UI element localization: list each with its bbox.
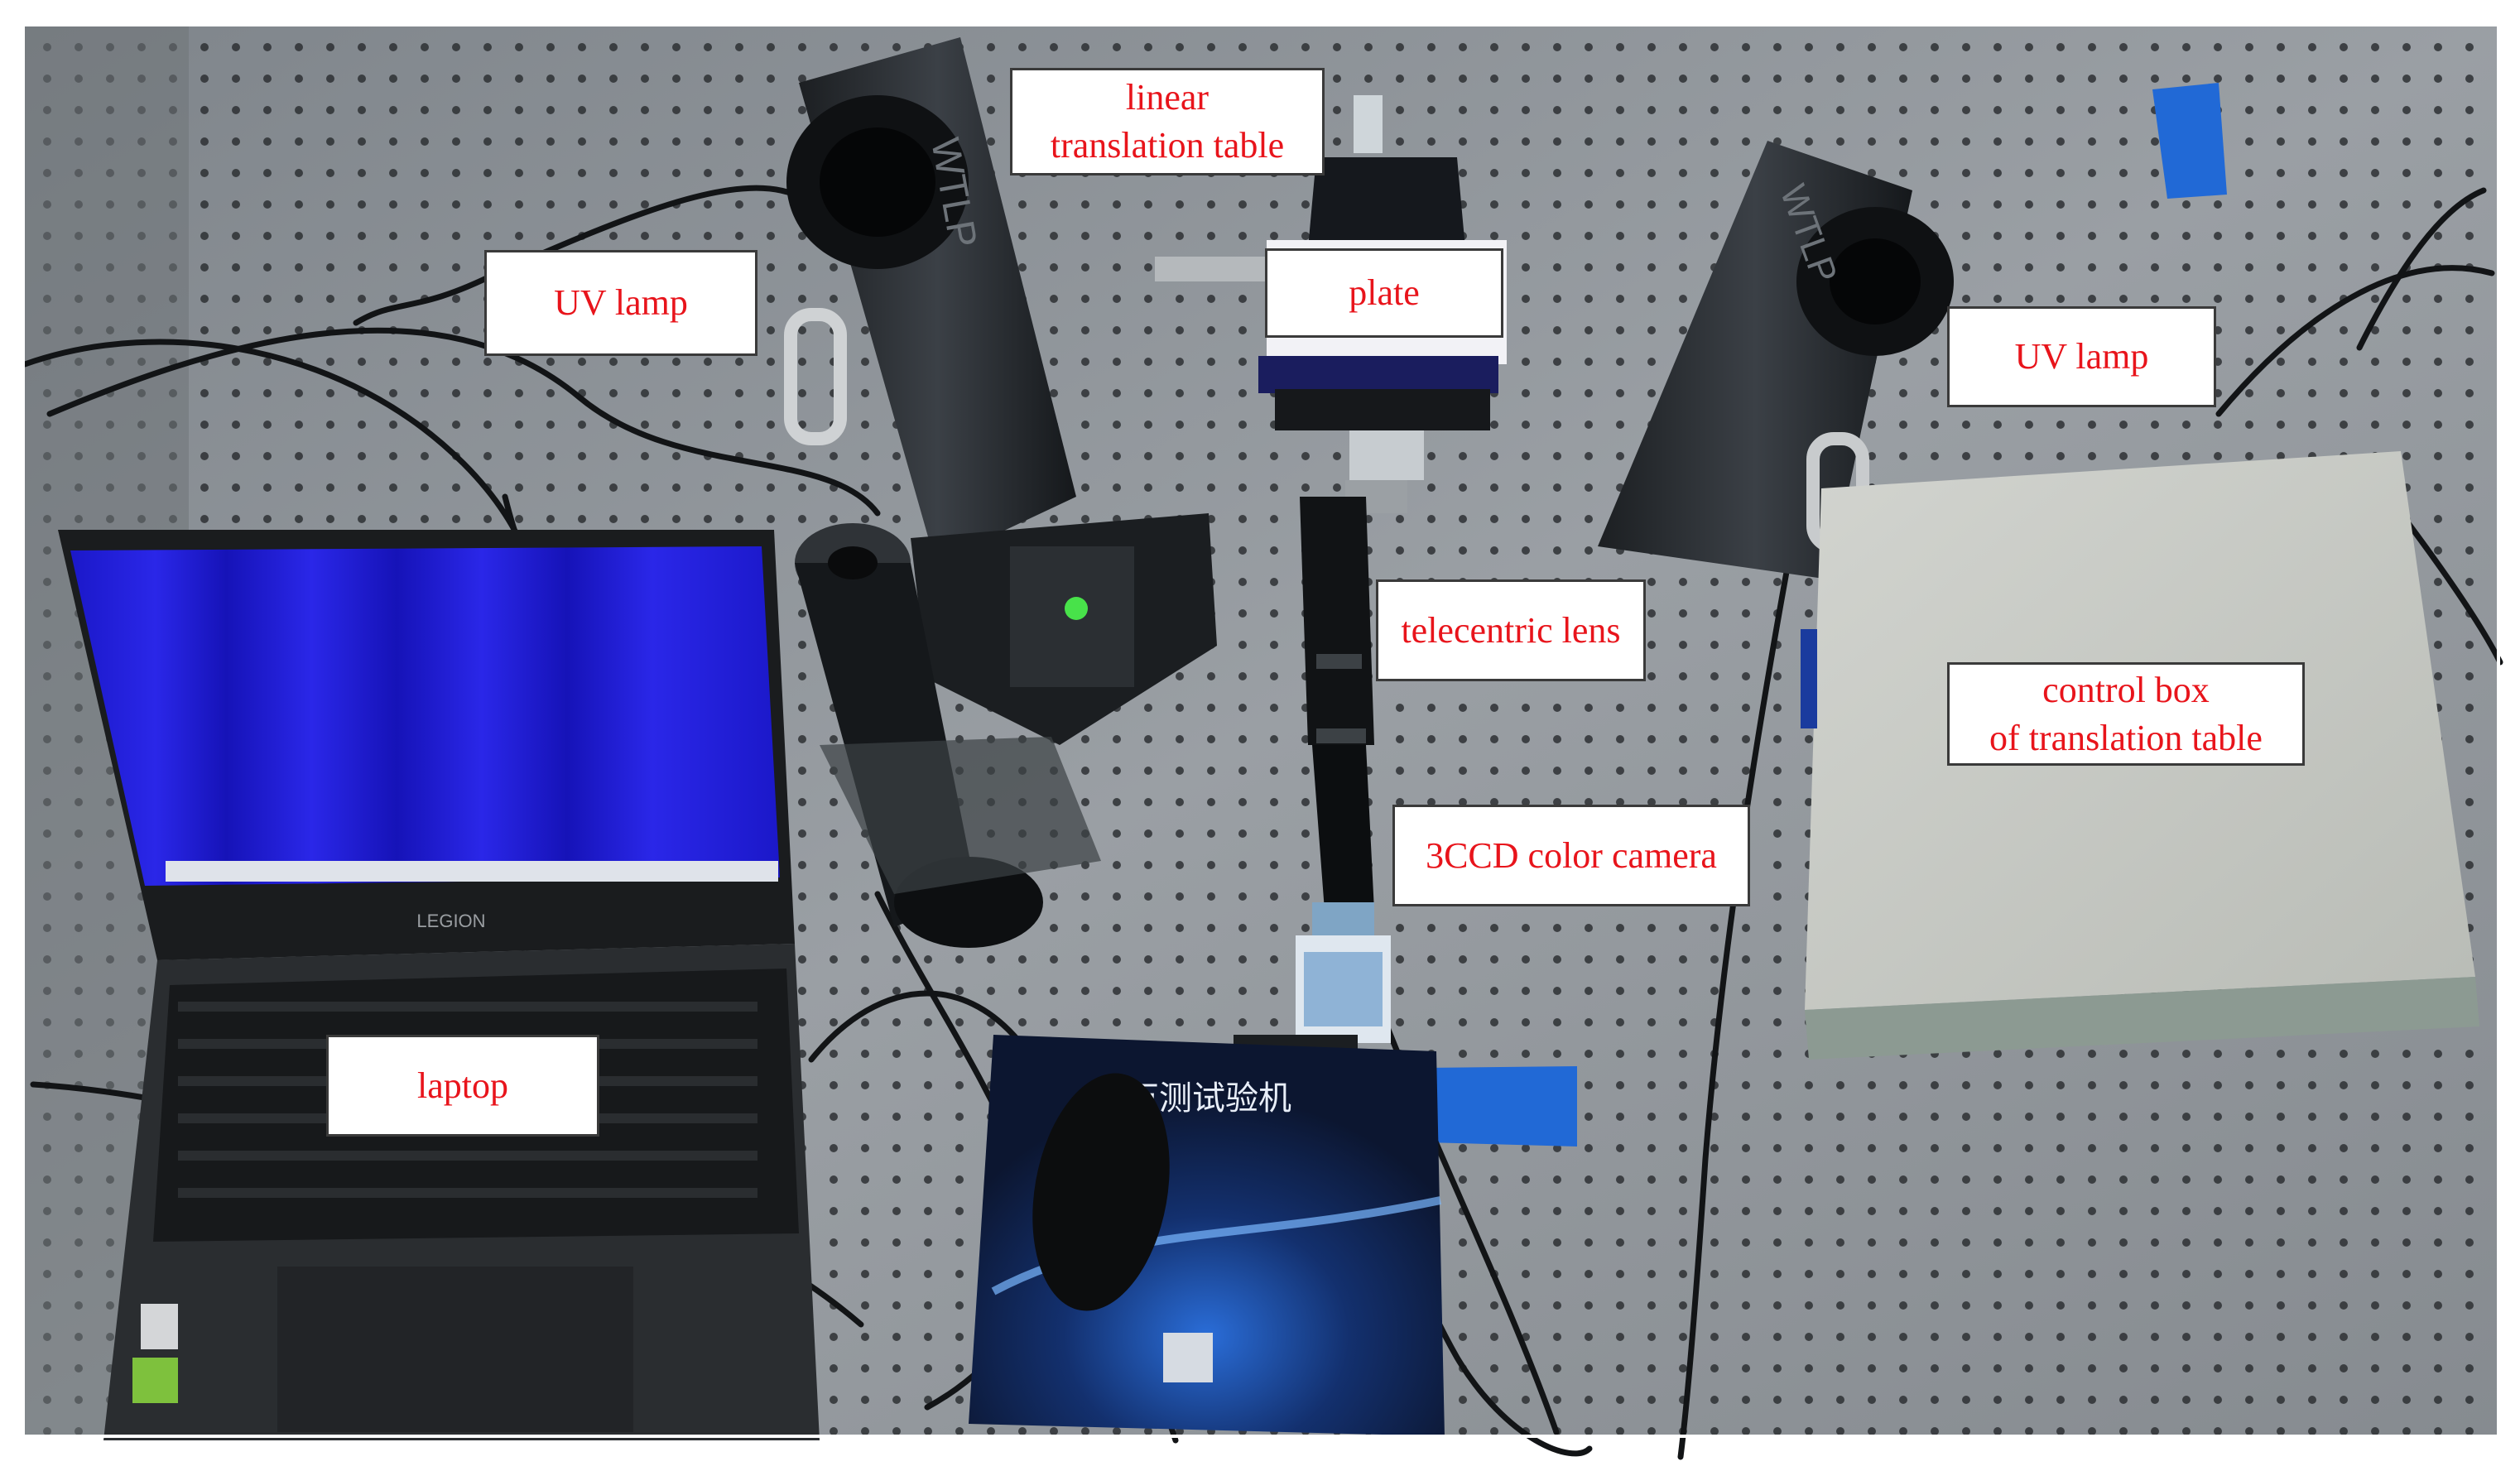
label-plate: plate <box>1265 248 1503 338</box>
label-3ccd-camera-text: 3CCD color camera <box>1426 834 1717 876</box>
laptop-device: LEGION <box>58 530 820 1440</box>
uv-lamp-right: WTLP <box>1598 141 1954 579</box>
svg-text:LEGION: LEGION <box>416 911 485 931</box>
mouse-pad: 万测试验机 <box>969 1035 1445 1436</box>
label-control-box-line2: of translation table <box>1989 717 2263 758</box>
label-laptop-text: laptop <box>417 1065 508 1106</box>
label-3ccd-camera: 3CCD color camera <box>1392 805 1750 906</box>
label-linear-line1: linear <box>1125 77 1210 118</box>
label-telecentric-lens-text: telecentric lens <box>1401 609 1621 651</box>
label-linear-translation-table: linear translation table <box>1010 68 1325 175</box>
label-plate-text: plate <box>1349 272 1420 313</box>
label-uv-lamp-left-text: UV lamp <box>554 282 688 323</box>
cylinder-mount <box>795 523 1101 948</box>
label-uv-lamp-left: UV lamp <box>484 250 757 356</box>
blue-tape <box>2152 83 2227 199</box>
label-laptop: laptop <box>326 1035 599 1137</box>
label-control-box: control box of translation table <box>1947 662 2305 766</box>
label-telecentric-lens: telecentric lens <box>1376 579 1646 681</box>
label-uv-lamp-right: UV lamp <box>1947 306 2216 407</box>
label-linear-line2: translation table <box>1050 125 1285 166</box>
uv-lamp-left: WTLP <box>784 37 1217 745</box>
label-control-box-line1: control box <box>2042 669 2210 710</box>
label-uv-lamp-right-text: UV lamp <box>2014 336 2149 377</box>
